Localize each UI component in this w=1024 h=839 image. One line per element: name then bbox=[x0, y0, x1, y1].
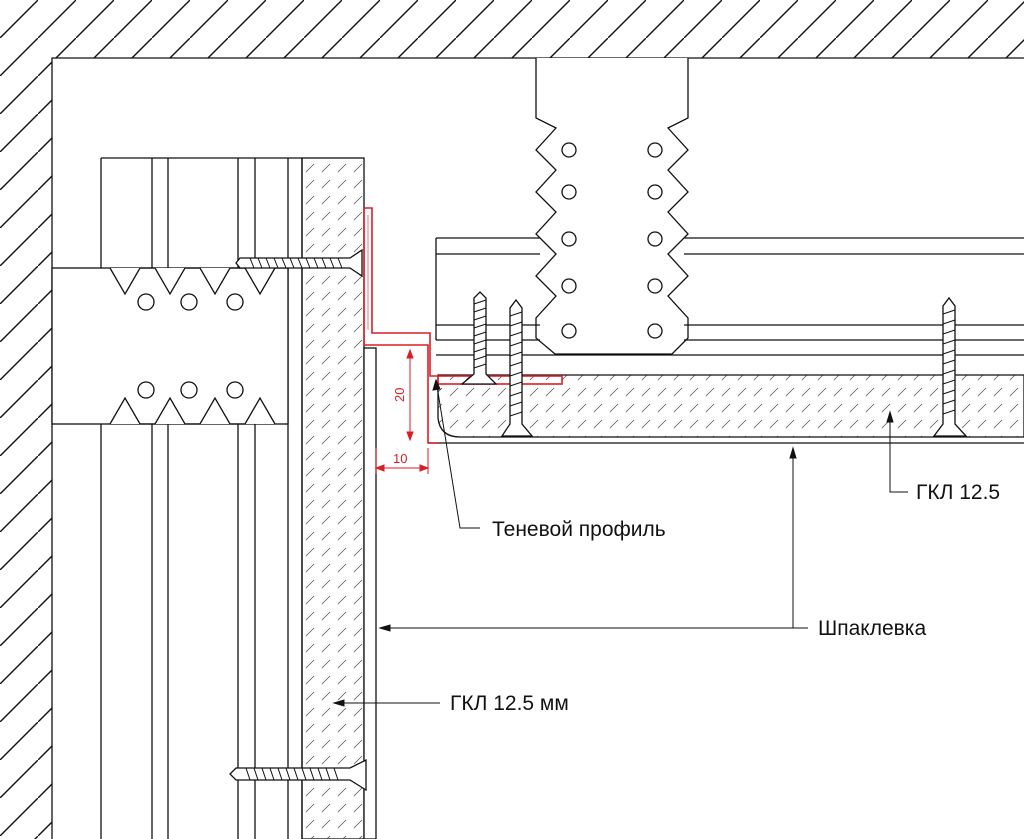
wall-gypsum-board bbox=[301, 157, 365, 839]
dimension-width-label: 10 bbox=[393, 451, 407, 466]
concrete-wall bbox=[0, 58, 52, 839]
shadow-profile-label: Теневой профиль bbox=[492, 518, 666, 541]
leader-lines bbox=[332, 378, 908, 707]
shadow-profile bbox=[363, 207, 563, 444]
gkl-wall-label: ГКЛ 12.5 мм bbox=[450, 692, 569, 715]
screw-icon bbox=[500, 298, 534, 437]
gkl-ceiling-label: ГКЛ 12.5 bbox=[916, 481, 1000, 504]
concrete-ceiling bbox=[0, 0, 1024, 58]
putty-label: Шпаклевка bbox=[818, 617, 926, 640]
screw-icon bbox=[229, 758, 367, 792]
concrete-edge bbox=[51, 57, 1024, 839]
screw-icon bbox=[460, 291, 498, 385]
wall-metal-profile bbox=[51, 157, 303, 839]
wall-putty-layer bbox=[363, 347, 377, 839]
dimension-height-label: 20 bbox=[392, 388, 407, 402]
screw-icon bbox=[932, 296, 968, 437]
dimension-lines bbox=[374, 348, 430, 474]
ceiling-gypsum-board bbox=[437, 374, 1024, 438]
ceiling-hanger bbox=[535, 58, 689, 355]
ceiling-metal-profile bbox=[435, 237, 1024, 356]
screw-icon bbox=[235, 248, 363, 278]
